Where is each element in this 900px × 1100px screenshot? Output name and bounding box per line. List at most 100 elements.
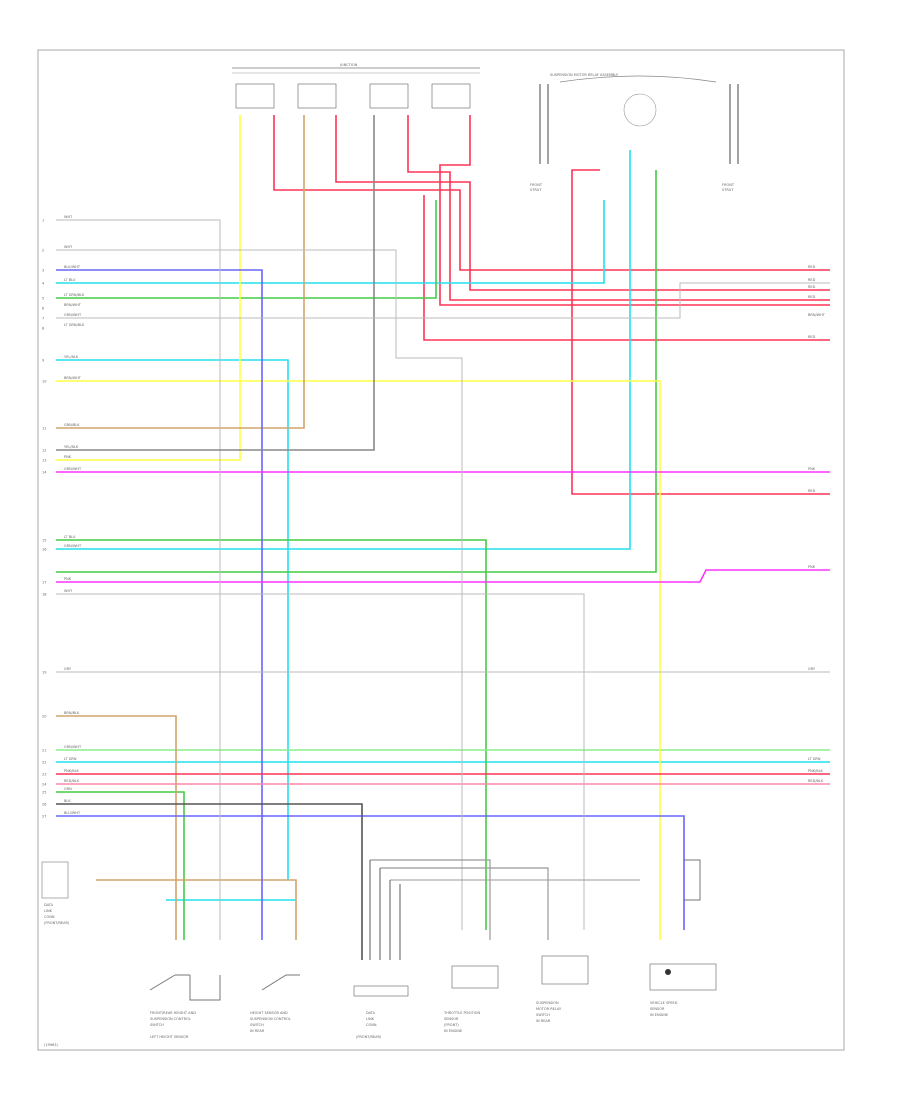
suspension-relay-module: SUSPENSION MOTOR RELAY ASSEMBLY FRONT ST… bbox=[530, 73, 739, 192]
left-wire-number: 5 bbox=[42, 297, 44, 301]
left-wire-number: 15 bbox=[42, 539, 46, 543]
left-wire-label: GRY bbox=[64, 667, 72, 671]
component-text: IN REAR bbox=[536, 1019, 551, 1023]
left-wire-number: 11 bbox=[42, 427, 46, 431]
component-text: IN ENGINE bbox=[650, 1013, 668, 1017]
left-wire-number: 2 bbox=[42, 249, 44, 253]
strut-label-2: STRUT bbox=[530, 188, 542, 192]
right-wire-label: RED bbox=[808, 335, 816, 339]
component-speed-sensor: VEHICLE SPEED SENSOR IN ENGINE bbox=[649, 859, 717, 1017]
left-wire-number: 7 bbox=[42, 317, 44, 321]
strut-label-3: FRONT bbox=[722, 183, 735, 187]
left-wire-label: BRN/WHT bbox=[64, 376, 82, 380]
component-text: THROTTLE POSITION bbox=[443, 1011, 480, 1015]
component-text: LINK bbox=[366, 1017, 375, 1021]
left-wire-number: 20 bbox=[42, 715, 46, 719]
strut-label-4: STRUT bbox=[722, 188, 734, 192]
component-text: FRONT/REAR HEIGHT AND bbox=[150, 1011, 196, 1015]
left-wire-number: 27 bbox=[42, 815, 46, 819]
left-wire-label: PNK/BLK bbox=[64, 769, 80, 773]
right-wire-label: PNK bbox=[808, 467, 816, 471]
right-wire-label: RED bbox=[808, 489, 816, 493]
component-text: IN ENGINE bbox=[444, 1029, 462, 1033]
left-wire-label: LT BLU bbox=[64, 535, 76, 539]
page-code: (19963) bbox=[44, 1043, 58, 1047]
left-wire-label: RED/BLK bbox=[64, 779, 80, 783]
component-text: SWITCH bbox=[536, 1013, 550, 1017]
component-text: (FRONT) bbox=[444, 1023, 459, 1027]
left-wire-label: BRN/BLK bbox=[64, 711, 80, 715]
left-wire-label: GRN/WHT bbox=[64, 313, 82, 317]
left-wire-number: 25 bbox=[42, 791, 46, 795]
component-text: CONN bbox=[366, 1023, 377, 1027]
component-text: SUSPENSION CONTROL bbox=[250, 1017, 291, 1021]
component-text: IN REAR bbox=[250, 1029, 265, 1033]
left-wire-label: BLK/WHT bbox=[64, 265, 81, 269]
left-wire-label: WHT bbox=[64, 245, 73, 249]
component-text: DATA bbox=[366, 1011, 376, 1015]
left-wire-label: GRN bbox=[64, 787, 72, 791]
component-text: SENSOR bbox=[444, 1017, 459, 1021]
left-wire-number: 14 bbox=[42, 471, 47, 475]
right-wire-label: GRY bbox=[808, 667, 816, 671]
left-connector-label-3: CONN bbox=[44, 915, 55, 919]
left-wire-label: WHT bbox=[64, 215, 73, 219]
right-wire-label: RED/BLK bbox=[808, 779, 824, 783]
left-wire-label: GRN/WHT bbox=[64, 467, 82, 471]
left-wire-number: 21 bbox=[42, 749, 46, 753]
component-text: (FRONT/REAR) bbox=[356, 1035, 382, 1039]
diagram-frame bbox=[37, 49, 845, 1051]
component-text: LEFT HEIGHT SENSOR bbox=[150, 1035, 189, 1039]
left-wire-number: 13 bbox=[42, 459, 46, 463]
component-suspension-relay: SUSPENSION MOTOR RELAY SWITCH IN REAR bbox=[536, 955, 589, 1023]
left-wire-label: BRN/WHT bbox=[64, 303, 82, 307]
left-wire-number: 10 bbox=[42, 380, 46, 384]
left-wire-number: 6 bbox=[42, 307, 44, 311]
left-wire-number: 4 bbox=[42, 282, 45, 286]
component-dlc: DATA LINK CONN (FRONT/REAR) bbox=[353, 985, 409, 1039]
component-right-height-sensor: HEIGHT SENSOR AND SUSPENSION CONTROL SWI… bbox=[250, 974, 300, 1033]
right-wire-label: LT GRN bbox=[808, 757, 821, 761]
left-wire-label: LT GRN/BLK bbox=[64, 293, 85, 297]
component-text: HEIGHT SENSOR AND bbox=[250, 1011, 288, 1015]
component-text: SWITCH bbox=[250, 1023, 264, 1027]
left-wire-number: 3 bbox=[42, 269, 44, 273]
left-wire-label: GRN/BLK bbox=[64, 423, 80, 427]
left-wire-number: 12 bbox=[42, 449, 46, 453]
component-text: VEHICLE SPEED bbox=[650, 1001, 678, 1005]
component-throttle-sensor: THROTTLE POSITION SENSOR (FRONT) IN ENGI… bbox=[443, 965, 499, 1033]
left-wire-label: GRN/WHT bbox=[64, 745, 82, 749]
right-wire-label: PNK/BLK bbox=[808, 769, 824, 773]
component-text: MOTOR RELAY bbox=[536, 1007, 562, 1011]
left-wire-number: 18 bbox=[42, 593, 46, 597]
right-wire-label: RED bbox=[808, 295, 816, 299]
component-text: SENSOR bbox=[650, 1007, 665, 1011]
right-wire-label: RED bbox=[808, 278, 816, 282]
right-wire-label: BRN/WHT bbox=[808, 313, 826, 317]
left-wire-number: 17 bbox=[42, 581, 46, 585]
strut-label-1: FRONT bbox=[530, 183, 543, 187]
component-left-height-sensor: FRONT/REAR HEIGHT AND SUSPENSION CONTROL… bbox=[149, 974, 221, 1039]
component-text: SUSPENSION CONTROL bbox=[150, 1017, 191, 1021]
left-wire-number: 8 bbox=[42, 327, 44, 331]
right-wire-label: RED bbox=[808, 285, 816, 289]
left-wire-label: YEL/BLK bbox=[64, 355, 79, 359]
right-wire-label: RED bbox=[808, 265, 816, 269]
fuse-block-label: JUNCTION bbox=[339, 63, 358, 67]
right-wire-label: PNK bbox=[808, 565, 816, 569]
left-wire-label: GRN/WHT bbox=[64, 544, 82, 548]
left-wire-number: 24 bbox=[42, 783, 47, 787]
left-wire-label: PNK bbox=[64, 577, 72, 581]
left-wire-label: WHT bbox=[64, 589, 73, 593]
fuse-block: JUNCTION bbox=[232, 63, 480, 109]
left-wire-number: 19 bbox=[42, 671, 46, 675]
left-connector-label-4: (FRONT/REAR) bbox=[44, 921, 70, 925]
left-connector: DATA LINK CONN (FRONT/REAR) bbox=[41, 861, 70, 925]
wires bbox=[56, 115, 830, 960]
component-text: SUSPENSION bbox=[536, 1001, 559, 1005]
left-wire-label: YEL/BLK bbox=[64, 445, 79, 449]
left-wire-number: 9 bbox=[42, 359, 44, 363]
